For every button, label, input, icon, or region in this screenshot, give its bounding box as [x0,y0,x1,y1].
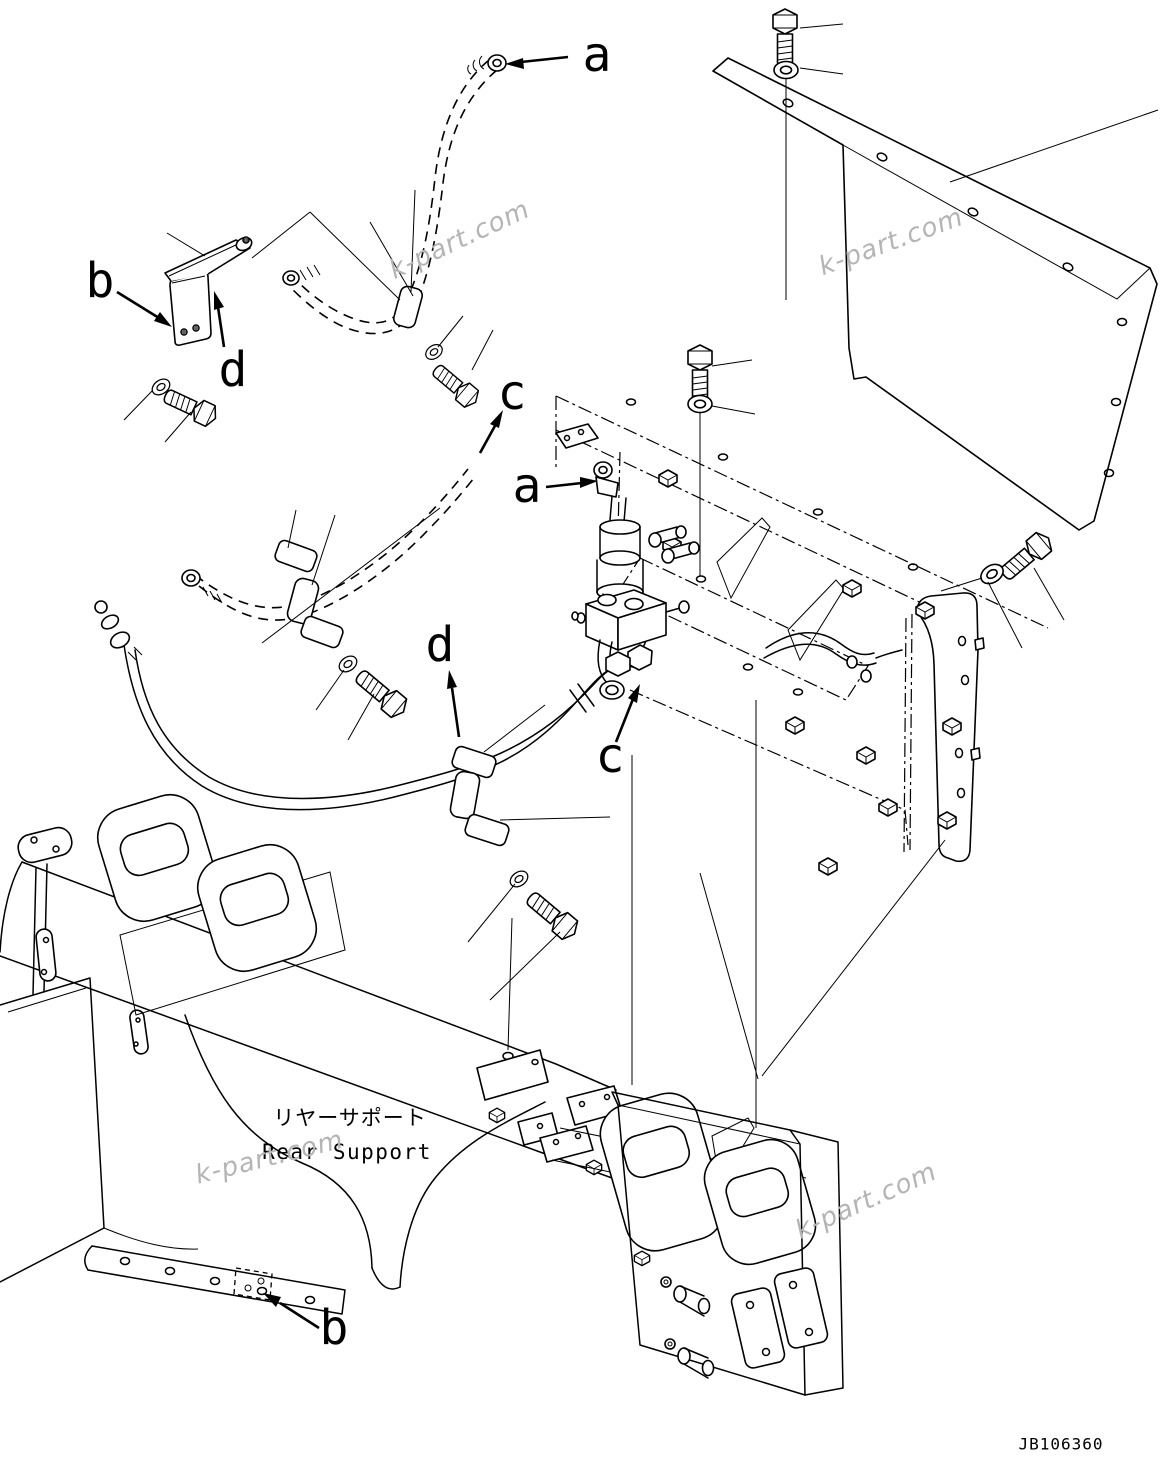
projection-lines [502,700,946,1128]
view-callout-b-left: b [85,253,115,309]
view-callout-a-top: a [582,27,612,83]
clamp-cluster-middle [261,507,441,741]
valve-assembly [571,451,690,700]
part-caption-english: Rear Support [262,1140,432,1164]
view-callout-b-bottom: b [319,1300,349,1356]
view-callout-a-mid: a [512,458,542,514]
panel-elbow-fittings [648,525,700,564]
hose-a [282,54,507,335]
clamp-cluster-bottom [449,704,611,1001]
view-callout-c-lower: c [595,728,625,784]
part-caption-japanese: リヤーサポート [273,1106,427,1130]
view-arrows [116,55,640,1330]
panel-bolt-heads [658,469,962,876]
side-bolt-washer [940,527,1065,649]
cover-plate [712,57,1159,531]
top-bolt-washer [772,8,844,300]
panel-bolt-washer [687,344,756,583]
view-callout-d-mid: d [425,617,455,673]
bracket-b [123,232,253,443]
hose-c [94,600,653,811]
drawing-number: JB106360 [1018,1434,1104,1454]
panel-hose [763,632,903,683]
mounting-panel-phantom [555,395,1049,846]
view-callout-c-upper: c [497,365,527,421]
view-callout-d-left: d [218,342,248,398]
hose-b [181,468,475,621]
rear-support-frame [0,793,844,1396]
clamp-cluster-top [251,189,494,412]
